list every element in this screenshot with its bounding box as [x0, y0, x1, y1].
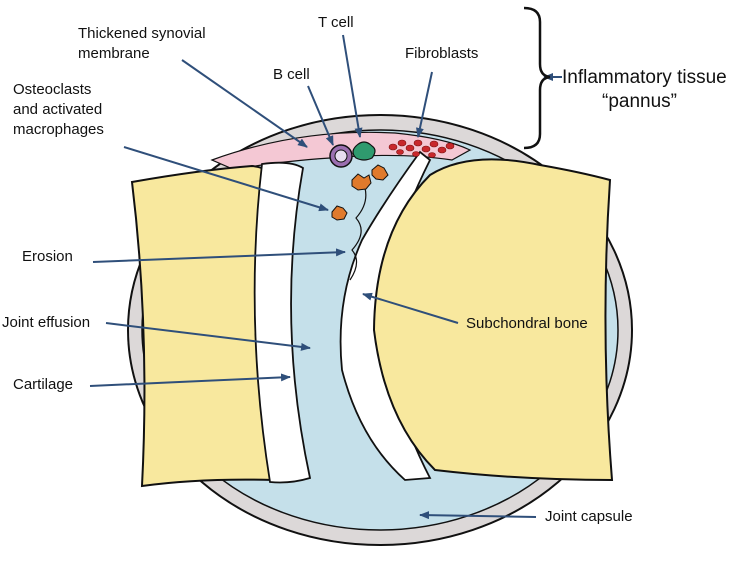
arrow-t-cell: [342, 34, 363, 138]
label-inflammatory-line2: “pannus”: [602, 91, 677, 112]
arrow-b-cell: [307, 85, 334, 146]
label-osteoclasts-line2: and activated: [13, 101, 102, 118]
arrow-joint-effusion: [105, 322, 311, 351]
label-joint-capsule: Joint capsule: [545, 508, 633, 525]
left-bone: [130, 164, 276, 488]
label-inflammatory-tissue: Inflammatory tissue “pannus”: [562, 67, 732, 112]
arrow-synovial: [181, 59, 308, 148]
pannus-bracket: [523, 6, 551, 150]
arrow-osteoclasts: [123, 146, 329, 212]
b-cell-shape: [329, 144, 353, 168]
label-arrows: [89, 34, 562, 520]
label-thickened-synovial: Thickened synovial membrane: [78, 25, 210, 62]
arrow-erosion: [92, 248, 346, 263]
osteoclasts-shape: [331, 164, 389, 221]
arrow-joint-capsule: [419, 511, 537, 520]
arrow-fibroblasts: [415, 71, 433, 138]
right-bone: [372, 158, 614, 482]
label-thickened-synovial-line2: membrane: [78, 45, 150, 62]
label-inflammatory-line1: Inflammatory tissue: [562, 67, 727, 88]
label-erosion: Erosion: [22, 248, 73, 265]
label-osteoclasts-line3: macrophages: [13, 121, 104, 138]
label-subchondral-bone: Subchondral bone: [466, 315, 588, 332]
arrow-cartilage: [89, 373, 291, 387]
fibroblasts-shape: [388, 139, 455, 158]
cartilage-shape: [253, 161, 312, 484]
t-cell-shape: [352, 141, 376, 161]
arrow-subchondral: [362, 292, 459, 324]
label-osteoclasts-line1: Osteoclasts: [13, 81, 91, 98]
label-thickened-synovial-line1: Thickened synovial: [78, 25, 206, 42]
label-t-cell: T cell: [318, 14, 354, 31]
label-cartilage: Cartilage: [13, 376, 73, 393]
label-fibroblasts: Fibroblasts: [405, 45, 478, 62]
label-osteoclasts: Osteoclasts and activated macrophages: [13, 81, 106, 138]
label-joint-effusion: Joint effusion: [2, 314, 90, 331]
erosion-notch: [349, 179, 367, 281]
label-b-cell: B cell: [273, 66, 310, 83]
